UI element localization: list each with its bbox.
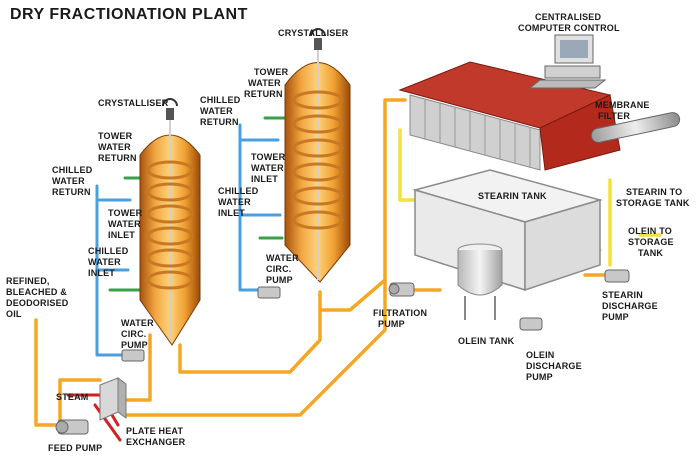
label-l-chilled-return-3: RETURN	[52, 187, 91, 197]
label-l-tower-return-3: RETURN	[98, 153, 137, 163]
label-stearin-tank: STEARIN TANK	[478, 191, 547, 201]
olein-discharge-pump	[519, 317, 543, 331]
left-crystalliser	[139, 98, 201, 346]
label-stearin-discharge-3: PUMP	[602, 312, 629, 322]
label-r-tower-return-1: TOWER	[254, 67, 289, 77]
label-r-water-circ-2: CIRC.	[266, 264, 292, 274]
label-l-water-circ-3: PUMP	[121, 340, 148, 350]
left-water-circ-pump	[121, 349, 145, 362]
label-r-chilled-inlet-1: CHILLED	[218, 186, 259, 196]
label-membrane-1: MEMBRANE	[595, 100, 650, 110]
label-l-chilled-inlet-1: CHILLED	[88, 246, 129, 256]
label-stearin-discharge-1: STEARIN	[602, 290, 643, 300]
label-l-water-circ-2: CIRC.	[121, 329, 147, 339]
stearin-tank-shape	[412, 169, 603, 292]
label-filtration-2: PUMP	[378, 319, 405, 329]
label-centralised-1: CENTRALISED	[535, 12, 602, 22]
label-steam: STEAM	[56, 392, 89, 402]
label-membrane-2: FILTER	[598, 111, 631, 121]
olein-tank-shape	[457, 243, 503, 320]
label-l-chilled-return-2: WATER	[52, 176, 85, 186]
label-r-tower-inlet-1: TOWER	[251, 152, 286, 162]
label-olein-discharge-3: PUMP	[526, 372, 553, 382]
label-r-chilled-return-2: WATER	[200, 106, 233, 116]
tower-water-lines	[108, 116, 287, 292]
label-plate-heat-1: PLATE HEAT	[126, 426, 184, 436]
label-l-tower-inlet-3: INLET	[108, 230, 135, 240]
page-title: DRY FRACTIONATION PLANT	[10, 6, 248, 23]
label-l-chilled-return-1: CHILLED	[52, 165, 93, 175]
label-crystalliser-right: CRYSTALLISER	[278, 28, 349, 38]
label-olein-storage-1: OLEIN TO	[628, 226, 672, 236]
label-l-tower-return-2: WATER	[98, 142, 131, 152]
label-olein-tank: OLEIN TANK	[458, 336, 515, 346]
label-r-tower-inlet-3: INLET	[251, 174, 278, 184]
label-r-tower-return-2: WATER	[248, 78, 281, 88]
label-refined-2: BLEACHED &	[6, 287, 68, 297]
label-olein-discharge-2: DISCHARGE	[526, 361, 582, 371]
right-crystalliser	[284, 28, 351, 283]
label-olein-storage-3: TANK	[638, 248, 664, 258]
label-plate-heat-2: EXCHANGER	[126, 437, 186, 447]
label-refined-1: REFINED,	[6, 276, 50, 286]
label-r-chilled-inlet-3: INLET	[218, 208, 245, 218]
label-l-chilled-inlet-3: INLET	[88, 268, 115, 278]
label-r-tower-inlet-2: WATER	[251, 163, 284, 173]
label-l-tower-inlet-1: TOWER	[108, 208, 143, 218]
label-stearin-discharge-2: DISCHARGE	[602, 301, 658, 311]
label-refined-4: OIL	[6, 309, 22, 319]
label-olein-discharge-1: OLEIN	[526, 350, 555, 360]
computer-control	[528, 34, 607, 89]
membrane-filter	[398, 61, 681, 171]
stearin-discharge-pump	[604, 269, 630, 283]
label-refined-3: DEODORISED	[6, 298, 69, 308]
label-stearin-storage-2: STORAGE TANK	[616, 198, 690, 208]
label-r-water-circ-3: PUMP	[266, 275, 293, 285]
label-centralised-2: COMPUTER CONTROL	[518, 23, 620, 33]
oil-lines	[34, 98, 614, 427]
label-filtration-1: FILTRATION	[373, 308, 428, 318]
label-r-chilled-inlet-2: WATER	[218, 197, 251, 207]
label-r-chilled-return-1: CHILLED	[200, 95, 241, 105]
chilled-water-lines	[95, 123, 282, 357]
label-r-chilled-return-3: RETURN	[200, 117, 239, 127]
label-l-tower-inlet-2: WATER	[108, 219, 141, 229]
label-r-tower-return-3: RETURN	[244, 89, 283, 99]
filtration-pump	[388, 282, 415, 297]
label-r-water-circ-1: WATER	[266, 253, 299, 263]
label-l-water-circ-1: WATER	[121, 318, 154, 328]
label-feed-pump: FEED PUMP	[48, 443, 103, 453]
plate-heat-exchanger	[99, 377, 127, 421]
label-l-chilled-inlet-2: WATER	[88, 257, 121, 267]
right-water-circ-pump	[257, 286, 281, 299]
label-l-tower-return-1: TOWER	[98, 131, 133, 141]
label-crystalliser-left: CRYSTALLISER	[98, 98, 169, 108]
feed-pump	[55, 419, 89, 435]
label-olein-storage-2: STORAGE	[628, 237, 674, 247]
label-stearin-storage-1: STEARIN TO	[626, 187, 683, 197]
